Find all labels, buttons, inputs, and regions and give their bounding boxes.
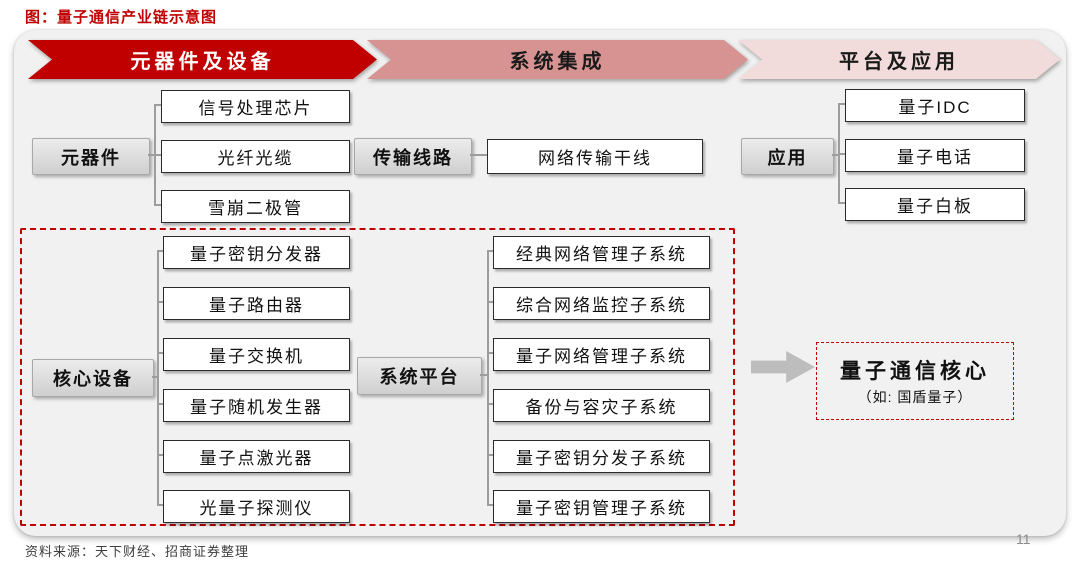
connector-line <box>487 250 489 506</box>
node-quantum-network-mgmt: 量子网络管理子系统 <box>493 338 710 371</box>
connector-line <box>148 154 156 156</box>
core-highlight-box: 量子通信核心 （如: 国盾量子） <box>816 342 1014 420</box>
stage-arrow-system-integration: 系统集成 <box>367 40 748 79</box>
stage-arrow-platform-application: 平台及应用 <box>738 40 1060 79</box>
connector-line <box>487 504 494 506</box>
group-label-transmission: 传输线路 <box>354 138 472 175</box>
stage-arrow-label: 系统集成 <box>367 40 748 79</box>
stage-arrow-label: 元器件及设备 <box>28 40 377 79</box>
node-network-trunk: 网络传输干线 <box>487 139 703 174</box>
group-label-components: 元器件 <box>32 138 150 175</box>
connector-line <box>487 454 494 456</box>
node-photon-detector: 光量子探测仪 <box>163 490 350 523</box>
connector-line <box>838 202 846 204</box>
node-qkd-device: 量子密钥分发器 <box>163 236 350 269</box>
node-signal-chip: 信号处理芯片 <box>161 90 350 123</box>
node-avalanche-diode: 雪崩二极管 <box>161 190 350 223</box>
connector-line <box>480 374 489 376</box>
node-quantum-dot-laser: 量子点激光器 <box>163 440 350 473</box>
core-highlight-subtitle: （如: 国盾量子） <box>857 389 973 405</box>
node-fiber-cable: 光纤光缆 <box>161 140 350 173</box>
node-quantum-idc: 量子IDC <box>845 89 1025 122</box>
node-classic-network-mgmt: 经典网络管理子系统 <box>493 236 710 269</box>
node-quantum-whiteboard: 量子白板 <box>845 188 1025 221</box>
connector-line <box>838 153 846 155</box>
stage-arrow-components-equipment: 元器件及设备 <box>28 40 377 79</box>
connector-line <box>157 250 159 506</box>
connector-line <box>487 301 494 303</box>
node-quantum-key-mgmt: 量子密钥管理子系统 <box>493 490 710 523</box>
connector-line <box>152 376 159 378</box>
connector-line <box>154 204 162 206</box>
node-backup-disaster-recovery: 备份与容灾子系统 <box>493 389 710 422</box>
connector-line <box>157 301 164 303</box>
node-qkd-subsystem: 量子密钥分发子系统 <box>493 440 710 473</box>
page-number: 11 <box>1016 531 1031 547</box>
core-highlight-title: 量子通信核心 <box>840 360 990 383</box>
node-quantum-random-generator: 量子随机发生器 <box>163 389 350 422</box>
stage-arrow-label: 平台及应用 <box>738 40 1060 79</box>
connector-line <box>154 154 162 156</box>
connector-line <box>157 352 164 354</box>
connector-line <box>157 250 164 252</box>
core-equipment-dashed-region <box>20 228 735 526</box>
connector-line <box>487 352 494 354</box>
node-integrated-network-monitor: 综合网络监控子系统 <box>493 287 710 320</box>
connector-line <box>157 504 164 506</box>
node-quantum-phone: 量子电话 <box>845 139 1025 172</box>
connector-line <box>154 104 162 106</box>
source-note: 资料来源：天下财经、招商证券整理 <box>25 544 250 559</box>
connector-line <box>157 403 164 405</box>
connector-line <box>157 454 164 456</box>
connector-line <box>470 154 487 156</box>
group-label-application: 应用 <box>741 138 834 175</box>
group-label-core-devices: 核心设备 <box>32 359 154 397</box>
group-label-system-platform: 系统平台 <box>357 357 482 395</box>
connector-line <box>487 403 494 405</box>
connector-line <box>838 103 846 105</box>
connector-line <box>487 250 494 252</box>
node-quantum-router: 量子路由器 <box>163 287 350 320</box>
figure-title: 图：量子通信产业链示意图 <box>25 9 218 26</box>
connector-line <box>832 154 840 156</box>
node-quantum-switch: 量子交换机 <box>163 338 350 371</box>
